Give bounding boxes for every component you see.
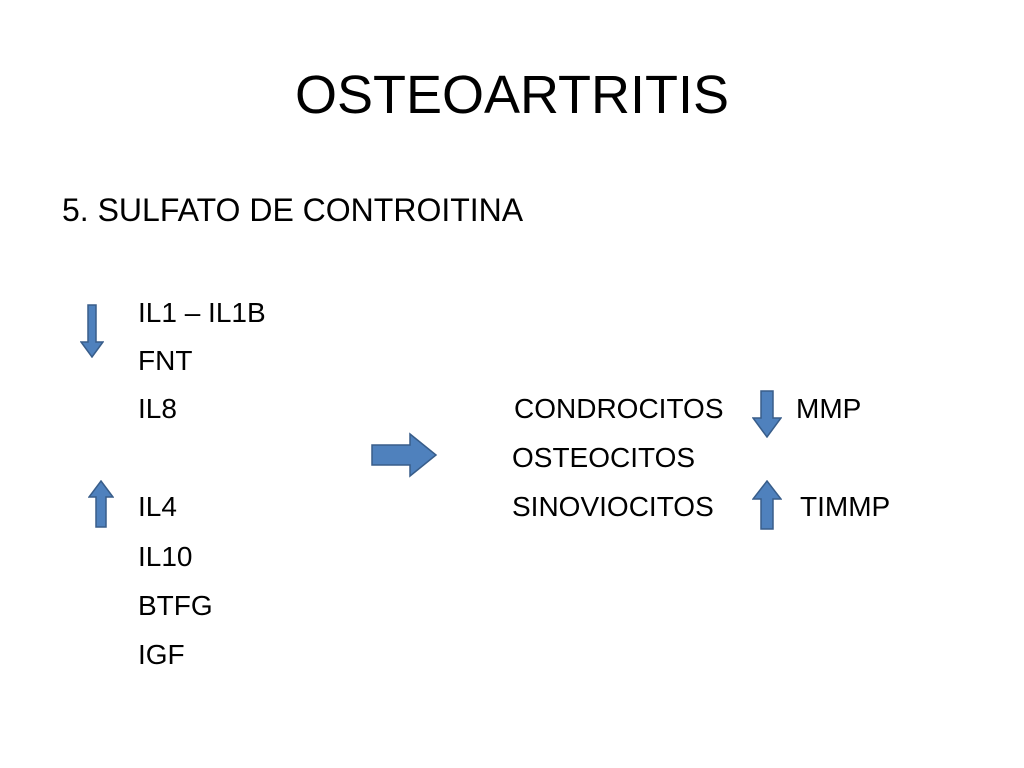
down-arrow-icon xyxy=(752,390,782,438)
decreased-item-3: IL8 xyxy=(138,393,177,424)
decreased-item-1: IL1 – IL1B xyxy=(138,297,266,328)
cell-sinoviocitos: SINOVIOCITOS xyxy=(512,491,714,522)
increased-item-3: BTFG xyxy=(138,590,213,621)
increased-item-2: IL10 xyxy=(138,541,193,572)
up-arrow-icon xyxy=(752,480,782,530)
increased-item-4: IGF xyxy=(138,639,185,670)
cell-osteocitos: OSTEOCITOS xyxy=(512,442,696,473)
cell-condrocitos: CONDROCITOS xyxy=(514,393,724,424)
right-arrow-icon xyxy=(371,432,438,478)
up-arrow-icon xyxy=(88,480,114,528)
decreased-item-2: FNT xyxy=(138,345,193,376)
slide-subtitle: 5. SULFATO DE CONTROITINA xyxy=(62,192,524,228)
increased-item-1: IL4 xyxy=(138,491,177,522)
effect-timmp: TIMMP xyxy=(800,491,891,522)
effect-mmp: MMP xyxy=(796,393,862,424)
slide-title: OSTEOARTRITIS xyxy=(294,65,730,125)
down-arrow-icon xyxy=(80,304,104,358)
